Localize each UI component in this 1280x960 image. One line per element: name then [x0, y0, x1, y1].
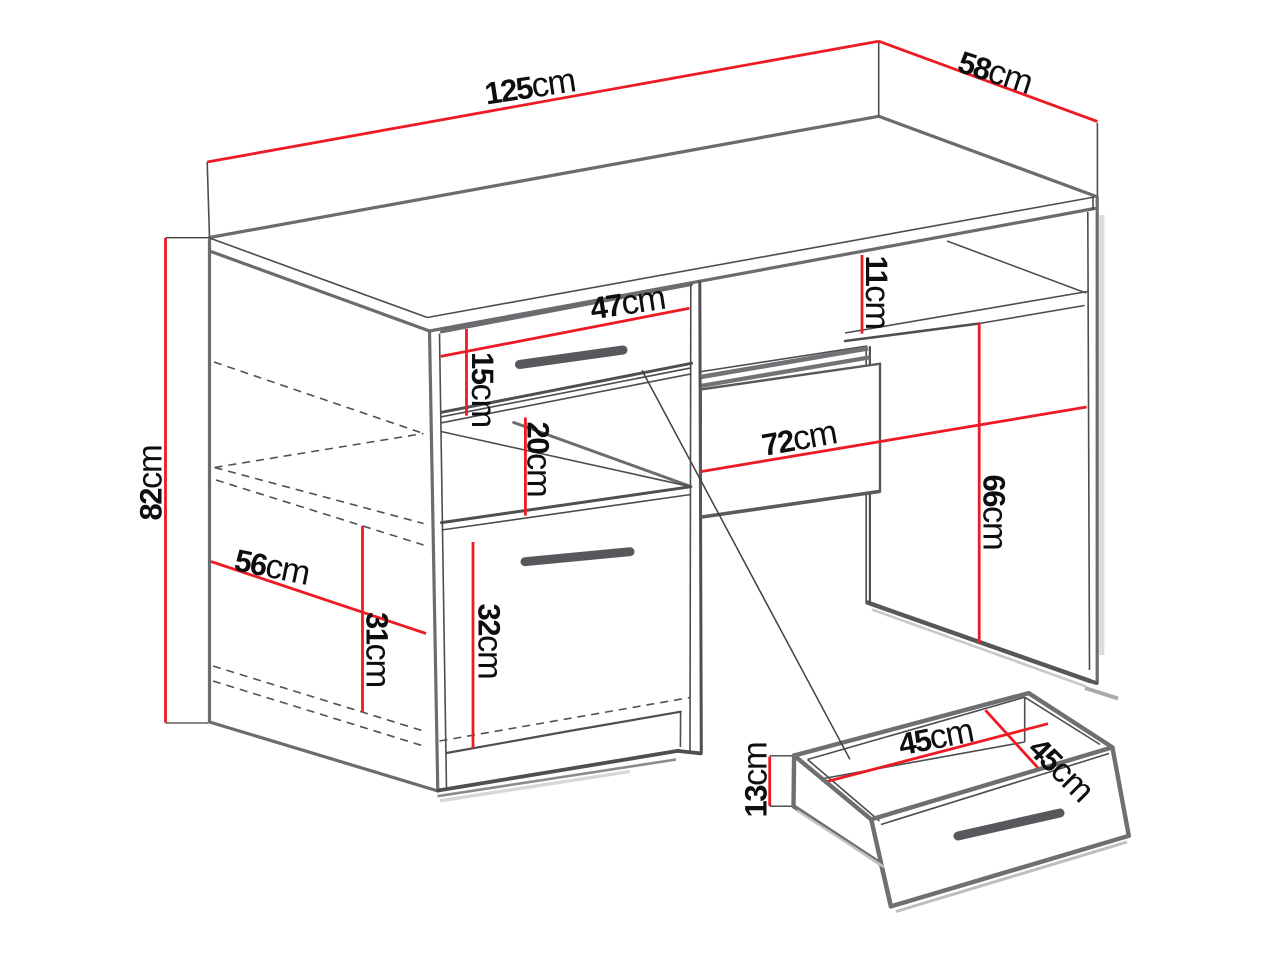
svg-text:82cm: 82cm	[132, 445, 170, 520]
svg-text:13cm: 13cm	[737, 742, 775, 817]
svg-text:20cm: 20cm	[520, 422, 558, 497]
svg-text:125cm: 125cm	[482, 61, 577, 112]
svg-text:47cm: 47cm	[588, 279, 668, 328]
svg-text:32cm: 32cm	[471, 604, 509, 679]
svg-text:31cm: 31cm	[359, 612, 397, 687]
svg-text:66cm: 66cm	[976, 475, 1014, 550]
svg-text:15cm: 15cm	[464, 352, 502, 427]
svg-text:11cm: 11cm	[858, 256, 896, 329]
svg-text:72cm: 72cm	[759, 413, 840, 463]
svg-text:56cm: 56cm	[231, 541, 312, 593]
svg-text:45cm: 45cm	[895, 712, 976, 764]
